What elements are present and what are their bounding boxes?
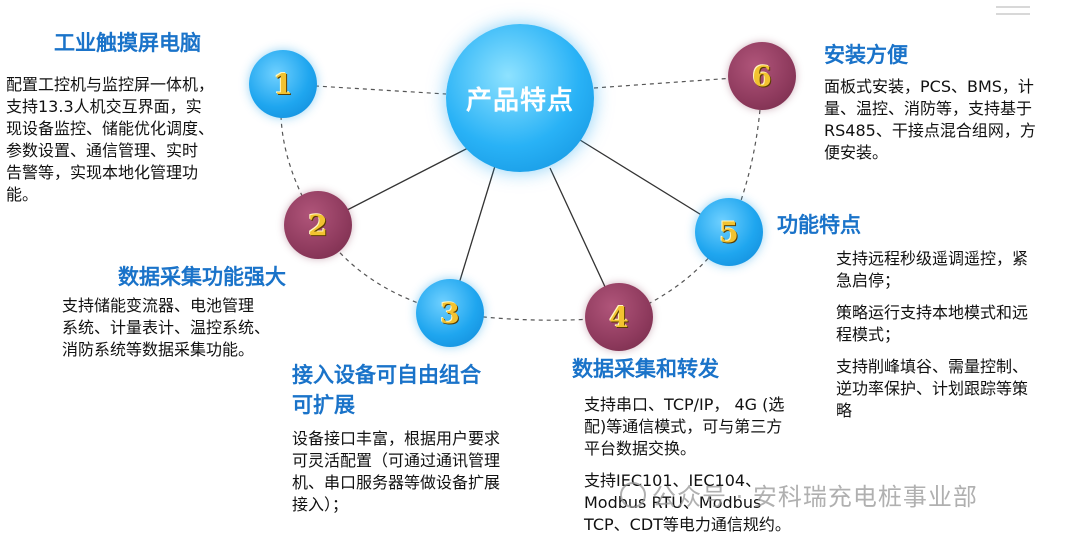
node-1-line: 现设备监控、储能优化调度、 [6, 119, 215, 138]
node-4-line: 配)等通信模式，可与第三方 [584, 417, 783, 436]
node-6-line: RS485、干接点混合组网，方 [824, 121, 1036, 140]
node-2-circle: 2 [284, 191, 352, 259]
node-3-title: 接入设备可自由组合 可扩展 [292, 360, 481, 420]
node-5-line: 支持远程秒级遥调遥控，紧 [836, 249, 1029, 268]
node-5-line: 支持削峰填谷、需量控制、 [836, 357, 1029, 376]
watermark: 公众号 · 安科瑞充电桩事业部 [620, 477, 978, 512]
node-6-line: 量、温控、消防等，支持基于 [824, 99, 1033, 118]
node-3-line: 接入）； [292, 495, 349, 514]
node-3-line: 可灵活配置（可通过通讯管理 [292, 451, 501, 470]
node-6-circle: 6 [728, 42, 796, 110]
node-4-line: TCP、CDT等电力通信规约。 [584, 515, 791, 534]
node-5-circle: 5 [695, 198, 763, 266]
node-3-circle: 3 [416, 279, 484, 347]
node-6-title: 安装方便 [824, 43, 908, 67]
menu-icon [996, 4, 1030, 22]
node-2-number: 2 [308, 208, 328, 242]
node-1-line: 支持13.3人机交互界面，实 [6, 97, 202, 116]
node-6-description: 面板式安装，PCS、BMS，计 量、温控、消防等，支持基于 RS485、干接点混… [824, 76, 1076, 164]
node-4-line: 支持串口、TCP/IP， 4G (选 [584, 395, 785, 414]
node-5-description: 支持远程秒级遥调遥控，紧 急启停； 策略运行支持本地模式和远 程模式； 支持削峰… [836, 248, 1076, 422]
node-2-line: 系统、计量表计、温控系统、 [62, 318, 271, 337]
node-3-line: 机、串口服务器等做设备扩展 [292, 473, 501, 492]
node-2-title: 数据采集功能强大 [118, 265, 286, 289]
node-4-circle: 4 [585, 283, 653, 351]
node-3-title-line: 可扩展 [292, 393, 355, 417]
node-6-line: 便安装。 [824, 143, 889, 162]
node-2-line: 支持储能变流器、电池管理 [62, 296, 255, 315]
node-4-description: 支持串口、TCP/IP， 4G (选 配)等通信模式，可与第三方 平台数据交换。… [584, 394, 834, 536]
node-5-title: 功能特点 [777, 213, 861, 237]
node-5-line: 策略运行支持本地模式和远 [836, 303, 1029, 322]
node-5-line: 急启停； [836, 271, 901, 290]
center-node: 产品特点 [446, 24, 594, 172]
node-5-line: 略 [836, 401, 853, 420]
node-3-description: 设备接口丰富，根据用户要求 可灵活配置（可通过通讯管理 机、串口服务器等做设备扩… [292, 428, 554, 516]
node-1-title: 工业触摸屏电脑 [54, 31, 201, 55]
node-1-description: 配置工控机与监控屏一体机， 支持13.3人机交互界面，实 现设备监控、储能优化调… [6, 74, 256, 206]
node-5-number: 5 [719, 215, 739, 249]
node-1-circle: 1 [249, 50, 317, 118]
node-6-number: 6 [752, 59, 772, 93]
node-1-line: 能。 [6, 185, 39, 204]
node-6-line: 面板式安装，PCS、BMS，计 [824, 77, 1034, 96]
node-3-number: 3 [440, 296, 460, 330]
node-3-title-line: 接入设备可自由组合 [292, 363, 481, 387]
node-2-description: 支持储能变流器、电池管理 系统、计量表计、温控系统、 消防系统等数据采集功能。 [62, 295, 312, 361]
node-1-line: 配置工控机与监控屏一体机， [6, 75, 215, 94]
watermark-text: 公众号 · 安科瑞充电桩事业部 [652, 483, 978, 511]
center-label: 产品特点 [465, 85, 574, 116]
wechat-icon [620, 482, 646, 508]
node-1-line: 参数设置、通信管理、实时 [6, 141, 199, 160]
node-4-line: 平台数据交换。 [584, 439, 697, 458]
node-5-line: 程模式； [836, 325, 901, 344]
node-5-line: 逆功率保护、计划跟踪等策 [836, 379, 1029, 398]
node-4-number: 4 [609, 300, 629, 334]
node-2-line: 消防系统等数据采集功能。 [62, 340, 255, 359]
node-1-line: 告警等，实现本地化管理功 [6, 163, 199, 182]
node-4-title: 数据采集和转发 [572, 357, 719, 381]
node-1-number: 1 [273, 67, 293, 101]
node-3-line: 设备接口丰富，根据用户要求 [292, 429, 501, 448]
